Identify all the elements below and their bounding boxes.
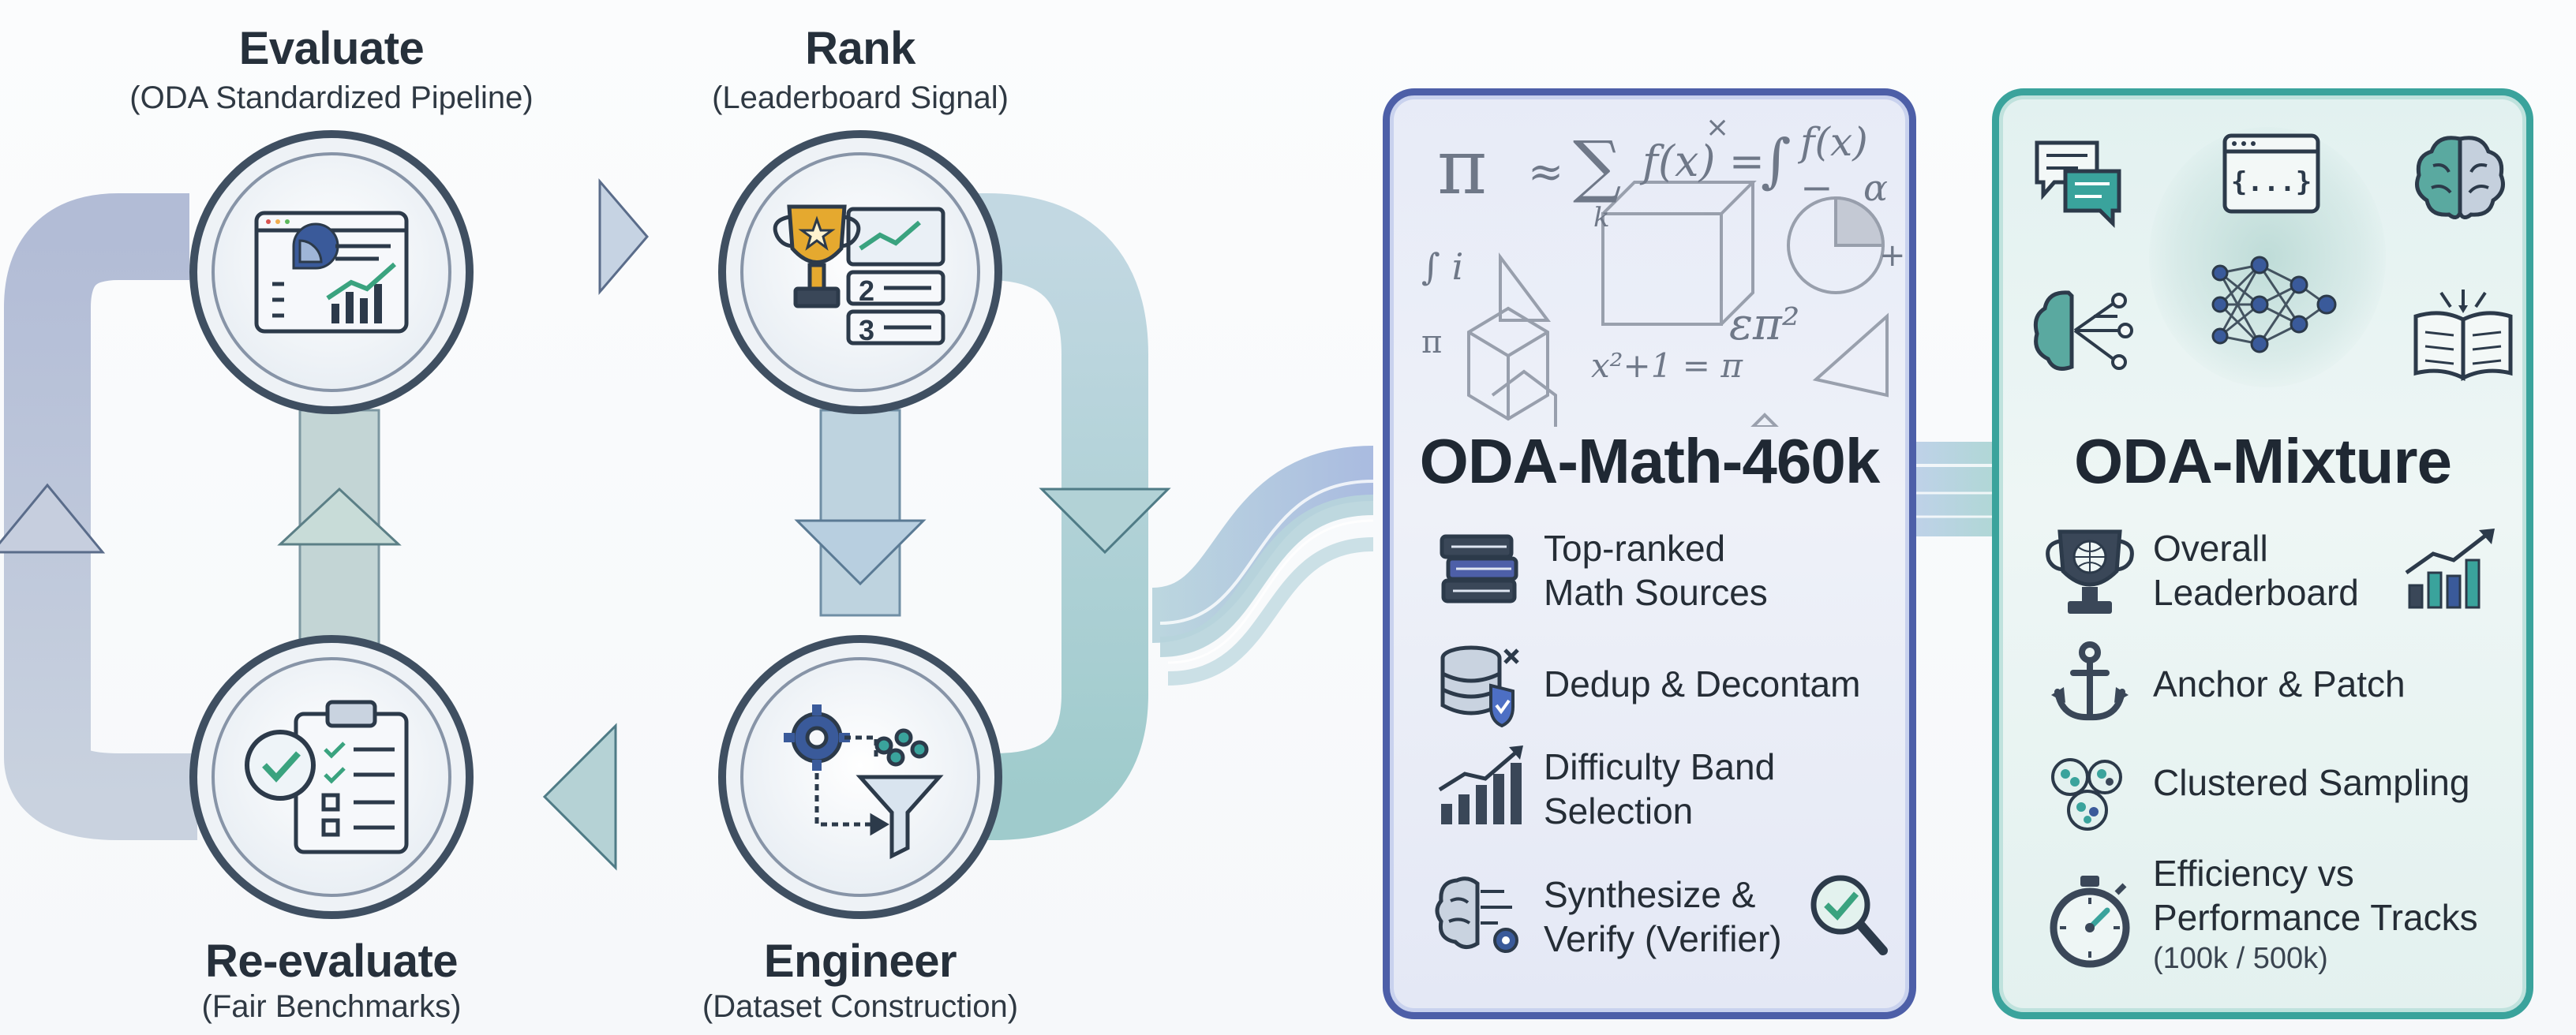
brain-network-icon bbox=[2033, 290, 2133, 371]
math-feature-2-line1: Dedup & Decontam bbox=[1544, 663, 1861, 704]
math-feature-4-line1: Synthesize & bbox=[1544, 874, 1756, 915]
right-triangle-shape bbox=[1812, 312, 1889, 398]
mixture-feature-2-line1: Anchor & Patch bbox=[2153, 663, 2406, 704]
formula-glyph-fx: f(x) = bbox=[1642, 136, 1765, 186]
math-feature-1-line2: Math Sources bbox=[1544, 572, 1768, 613]
reevaluate-subtitle: (Fair Benchmarks) bbox=[201, 989, 462, 1024]
books-stack-icon bbox=[1440, 534, 1518, 603]
mixture-feature-4-line1: Efficiency vs bbox=[2153, 853, 2354, 894]
reevaluate-title: Re-evaluate bbox=[204, 936, 459, 987]
stream-to-math-panel bbox=[1150, 446, 1375, 686]
math-feature-2: Dedup & Decontam bbox=[1544, 662, 1860, 706]
code-braces-glyph: {...} bbox=[2230, 166, 2312, 198]
formula-glyph-integral-i: ∫ i bbox=[1421, 245, 1464, 288]
triangle-shape bbox=[1499, 252, 1551, 322]
brain-gear-icon bbox=[1435, 876, 1518, 953]
open-book-icon bbox=[2413, 290, 2513, 382]
magnifier-check-icon bbox=[1810, 875, 1888, 955]
evaluate-subtitle: (ODA Standardized Pipeline) bbox=[129, 80, 534, 115]
formula-glyph-approx: ≈ bbox=[1528, 147, 1564, 196]
formula-glyph-epsilon: επ² bbox=[1729, 299, 1800, 350]
mixture-feature-3-line1: Clustered Sampling bbox=[2153, 762, 2470, 803]
cube-shape bbox=[1601, 181, 1757, 326]
dashboard-chart-icon bbox=[254, 211, 409, 334]
math-feature-3: Difficulty Band Selection bbox=[1544, 745, 1775, 833]
mixture-feature-3: Clustered Sampling bbox=[2153, 760, 2469, 805]
rank-title: Rank bbox=[805, 23, 915, 74]
stopwatch-icon bbox=[2050, 876, 2130, 968]
bar-chart-up-icon bbox=[1438, 745, 1523, 824]
code-braces-icon bbox=[2222, 133, 2320, 214]
rank-number-3: 3 bbox=[859, 314, 875, 346]
hexagon-cube-shape bbox=[1467, 306, 1549, 421]
mixture-feature-1: Overall Leaderboard bbox=[2153, 526, 2359, 615]
math-feature-4: Synthesize & Verify (Verifier) bbox=[1544, 872, 1782, 961]
database-shield-icon bbox=[1440, 645, 1519, 728]
formula-glyph-integral: ∫ bbox=[1761, 127, 1792, 195]
trophy-leaderboard-icon bbox=[773, 204, 945, 346]
formula-glyph-sum: ∑ bbox=[1573, 127, 1622, 206]
mixture-feature-2: Anchor & Patch bbox=[2153, 662, 2406, 706]
math-panel: π ≈ ∑ k f(x) = ∫ f(x) − α ∫ i π x²+1 = π… bbox=[1383, 88, 1916, 1019]
math-feature-1-line1: Top-ranked bbox=[1544, 528, 1726, 569]
gear-funnel-icon bbox=[784, 704, 944, 860]
evaluate-title: Evaluate bbox=[238, 23, 425, 74]
neural-network-icon bbox=[2211, 256, 2337, 353]
formula-glyph-plus: + bbox=[1879, 237, 1906, 274]
math-panel-title: ODA-Math-460k bbox=[1419, 426, 1881, 496]
math-feature-4-line2: Verify (Verifier) bbox=[1544, 918, 1782, 959]
math-feature-3-line1: Difficulty Band bbox=[1544, 746, 1776, 787]
mixture-panel: {...} bbox=[1992, 88, 2533, 1019]
engineer-title: Engineer bbox=[763, 936, 957, 987]
outer-loop-arrow bbox=[0, 177, 1171, 871]
rank-subtitle: (Leaderboard Signal) bbox=[712, 80, 1009, 115]
clipboard-checklist-icon bbox=[245, 700, 409, 854]
rank-number-2: 2 bbox=[859, 275, 875, 307]
anchor-icon bbox=[2051, 641, 2129, 721]
mixture-feature-4-line2: Performance Tracks bbox=[2153, 897, 2478, 938]
formula-glyph-fx-minus: f(x) − bbox=[1800, 119, 1868, 211]
mixture-panel-title: ODA-Mixture bbox=[2074, 426, 2452, 496]
mixture-feature-1-line1: Overall bbox=[2153, 528, 2268, 569]
formula-glyph-pi: π bbox=[1437, 123, 1488, 211]
formula-glyph-times: × bbox=[1705, 111, 1730, 144]
inner-loop-arrow bbox=[277, 409, 927, 648]
bar-chart-rising-icon bbox=[2405, 529, 2495, 609]
math-formula-background bbox=[1467, 181, 1889, 427]
trophy-globe-icon bbox=[2046, 529, 2134, 614]
formula-glyph-alpha: α bbox=[1863, 166, 1889, 209]
math-feature-1: Top-ranked Math Sources bbox=[1544, 526, 1768, 615]
formula-glyph-k: k bbox=[1593, 202, 1610, 234]
mixture-feature-4-note: (100k / 500k) bbox=[2153, 942, 2328, 975]
chat-bubbles-icon bbox=[2035, 140, 2121, 229]
math-feature-3-line2: Selection bbox=[1544, 790, 1694, 831]
stream-to-mixture-panel bbox=[1910, 442, 2005, 536]
engineer-subtitle: (Dataset Construction) bbox=[702, 989, 1019, 1024]
mixture-feature-4: Efficiency vs Performance Tracks (100k /… bbox=[2153, 851, 2478, 977]
mixture-feature-1-line2: Leaderboard bbox=[2153, 572, 2359, 613]
formula-glyph-equation: x²+1 = π bbox=[1591, 346, 1743, 385]
clusters-icon bbox=[2051, 758, 2122, 831]
brain-circuit-icon bbox=[2415, 136, 2505, 219]
formula-glyph-pi-small: π bbox=[1421, 324, 1443, 361]
